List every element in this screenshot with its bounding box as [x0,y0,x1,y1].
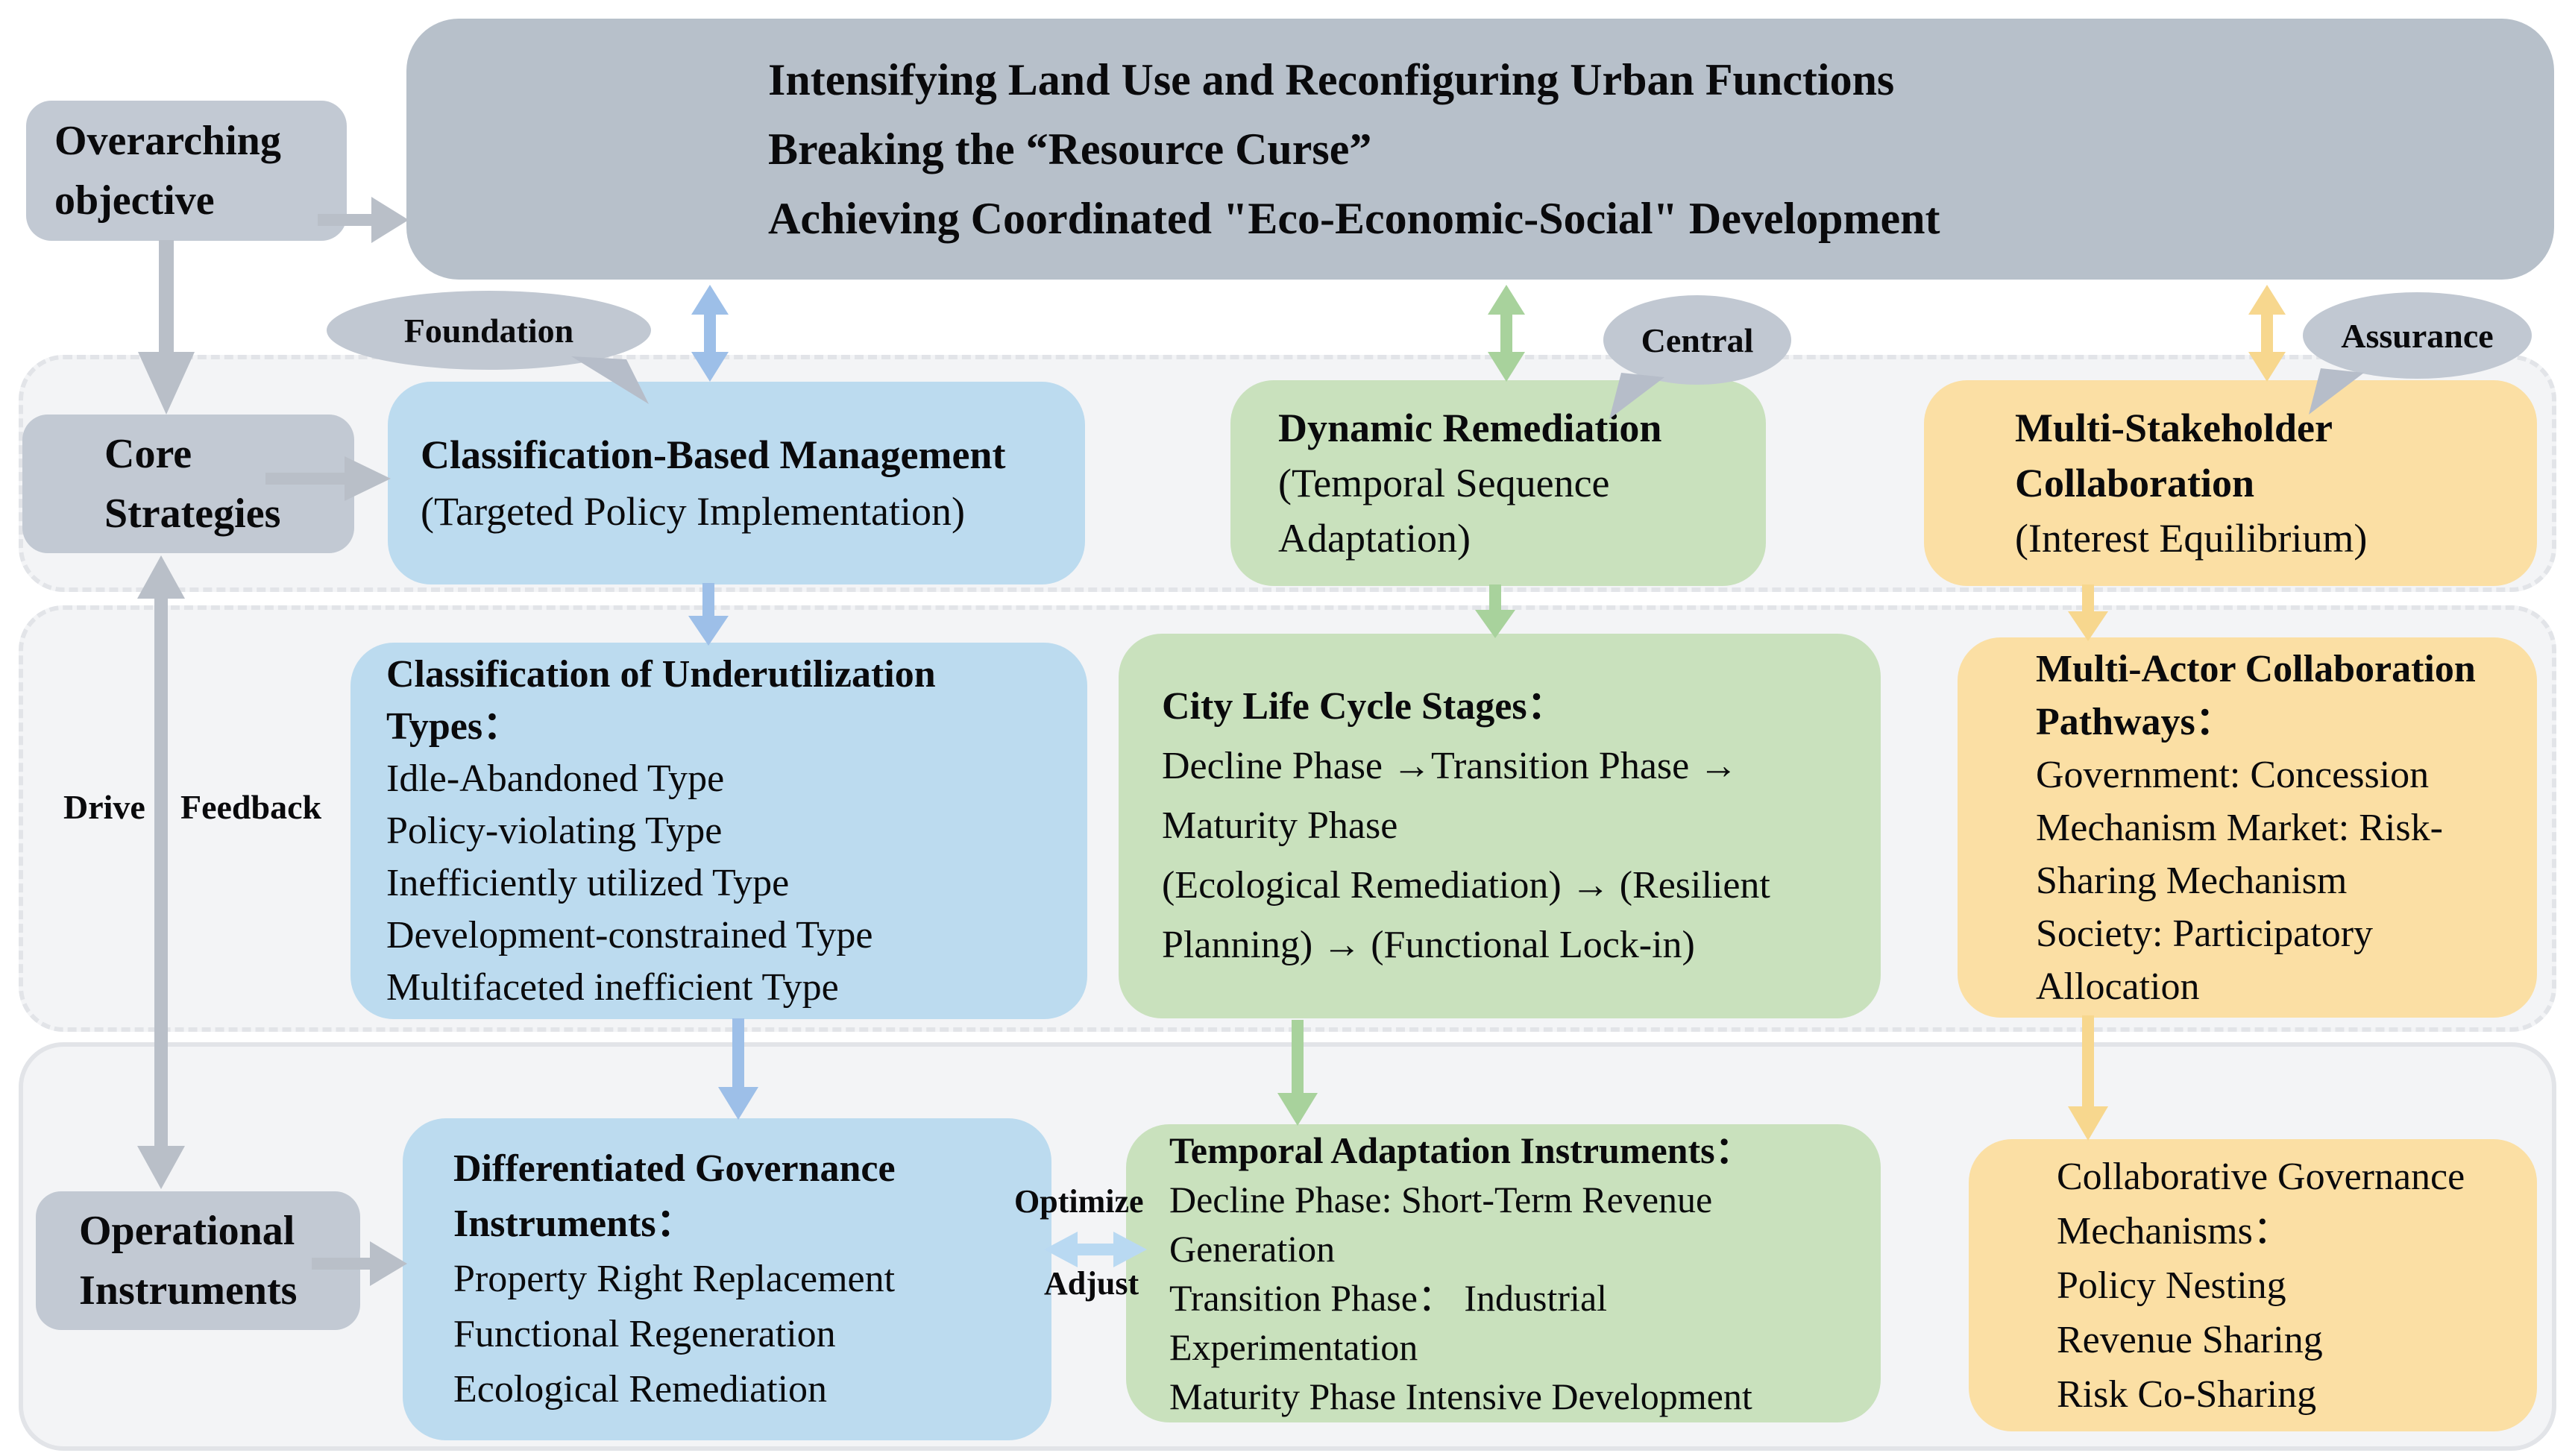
multi-actor-pathways-line: Government: Concession [2036,753,2430,796]
operational-to-differentiated-arrow-icon [312,1241,407,1286]
city-life-cycle-line: Planning) → (Functional Lock-in) [1162,924,1695,966]
core-strategies-line1: Core [104,431,192,477]
city-life-cycle-line: Decline Phase →Transition Phase → [1162,745,1738,787]
yellow-down-arrow-icon [2068,1015,2108,1141]
multi-stakeholder-title1: Multi-Stakeholder [2015,406,2333,450]
temporal-adaptation-line: Decline Phase: Short-Term Revenue [1169,1179,1713,1220]
temporal-adaptation-line: Experimentation [1169,1326,1418,1368]
temporal-adaptation-line: Maturity Phase Intensive Development [1169,1375,1752,1417]
city-life-cycle-box: City Life Cycle Stages： Decline Phase →T… [1119,634,1881,1018]
operational-instruments-line1: Operational [79,1208,295,1254]
dynamic-remediation-sub2: Adaptation) [1278,516,1471,561]
dynamic-remediation-title: Dynamic Remediation [1278,406,1662,450]
central-bubble-tail-icon [1609,373,1664,419]
dynamic-remediation-box: Dynamic Remediation (Temporal Sequence A… [1230,380,1766,586]
multi-actor-pathways-line: Society: Participatory [2036,912,2374,955]
optimize-adjust-double-arrow-icon [1044,1232,1147,1267]
underutilization-types-box: Classification of Underutilization Types… [350,643,1087,1019]
city-life-cycle-line: (Ecological Remediation) → (Resilient [1162,864,1770,907]
drive-label: Drive [63,788,145,826]
multi-actor-pathways-line: Mechanism Market: Risk- [2036,806,2443,849]
feedback-label: Feedback [180,788,322,826]
underutilization-type-item: Multifaceted inefficient Type [386,965,839,1009]
overarching-objective-statement-box: Intensifying Land Use and Reconfiguring … [406,19,2554,280]
collaborative-governance-line: Policy Nesting [2057,1264,2286,1307]
underutilization-type-item: Development-constrained Type [386,913,873,957]
classification-based-management-box: Classification-Based Management (Targete… [388,382,1085,584]
differentiated-governance-item: Ecological Remediation [453,1368,828,1411]
underutilization-types-title1: Classification of Underutilization [386,652,936,696]
central-bubble-label: Central [1641,321,1754,359]
multi-actor-pathways-box: Multi-Actor Collaboration Pathways： Gove… [1958,637,2537,1018]
overarching-objective-line2: objective [54,177,215,224]
multi-actor-pathways-line: Allocation [2036,965,2200,1008]
collaborative-governance-line: Risk Co-Sharing [2057,1373,2317,1416]
title-line: Breaking the “Resource Curse” [768,124,1372,174]
differentiated-governance-item: Functional Regeneration [453,1313,836,1355]
collaborative-governance-box: Collaborative Governance Mechanisms： Pol… [1969,1139,2537,1431]
objective-to-title-arrow-icon [318,197,409,243]
blue-down-arrow-icon [718,1018,758,1120]
classification-based-management-subtitle: (Targeted Policy Implementation) [421,489,966,534]
city-life-cycle-title: City Life Cycle Stages： [1162,685,1566,728]
multi-stakeholder-title2: Collaboration [2015,461,2255,505]
underutilization-type-item: Inefficiently utilized Type [386,861,790,904]
differentiated-governance-box: Differentiated Governance Instruments： P… [403,1118,1051,1440]
yellow-down-arrow-icon [2068,584,2108,641]
green-double-arrow-icon [1488,285,1525,382]
yellow-double-arrow-icon [2248,285,2286,382]
blue-down-arrow-icon [688,583,729,646]
foundation-bubble: Foundation [327,291,651,370]
blue-double-arrow-icon [691,285,729,382]
core-strategies-line2: Strategies [104,491,281,537]
collaborative-governance-line: Revenue Sharing [2057,1318,2323,1361]
underutilization-types-title2: Types： [386,705,522,748]
core-to-classification-arrow-icon [265,456,391,501]
adjust-label: Adjust [1044,1265,1139,1302]
multi-actor-pathways-title1: Multi-Actor Collaboration [2036,647,2476,690]
overarching-objective-label-box: Overarching objective [26,101,347,241]
assurance-bubble-tail-icon [2309,368,2364,415]
green-down-arrow-icon [1277,1020,1318,1126]
central-bubble: Central [1603,295,1791,385]
multi-actor-pathways-line: Sharing Mechanism [2036,859,2348,902]
objective-to-core-arrow-icon [138,240,195,415]
temporal-adaptation-box: Temporal Adaptation Instruments： Decline… [1126,1124,1881,1422]
underutilization-type-item: Policy-violating Type [386,809,723,852]
operational-instruments-label-box: Operational Instruments [36,1191,360,1330]
assurance-bubble-label: Assurance [2341,316,2494,355]
assurance-bubble: Assurance [2303,292,2532,379]
temporal-adaptation-line: Generation [1169,1228,1336,1270]
temporal-adaptation-line: Transition Phase： Industrial [1169,1277,1608,1319]
title-line: Achieving Coordinated "Eco-Economic-Soci… [768,193,1940,243]
foundation-bubble-label: Foundation [403,311,574,350]
optimize-label: Optimize [1014,1183,1144,1220]
multi-actor-pathways-title2: Pathways： [2036,700,2234,743]
multi-stakeholder-subtitle: (Interest Equilibrium) [2015,516,2368,561]
differentiated-governance-item: Property Right Replacement [453,1258,896,1300]
underutilization-type-item: Idle-Abandoned Type [386,757,725,800]
collaborative-governance-line: Collaborative Governance [2057,1155,2465,1198]
title-line: Intensifying Land Use and Reconfiguring … [768,54,1895,104]
differentiated-governance-title1: Differentiated Governance [453,1147,896,1190]
collaborative-governance-line: Mechanisms： [2057,1209,2292,1252]
dynamic-remediation-sub1: (Temporal Sequence [1278,461,1610,505]
classification-based-management-title: Classification-Based Management [421,432,1006,477]
temporal-adaptation-title: Temporal Adaptation Instruments： [1169,1129,1752,1171]
city-life-cycle-line: Maturity Phase [1162,804,1398,847]
drive-feedback-double-arrow-icon [137,555,185,1189]
foundation-bubble-tail-icon [571,356,649,404]
green-down-arrow-icon [1475,584,1515,638]
overarching-objective-line1: Overarching [54,118,281,164]
differentiated-governance-title2: Instruments： [453,1203,695,1245]
operational-instruments-line2: Instruments [79,1267,298,1314]
multi-stakeholder-collaboration-box: Multi-Stakeholder Collaboration (Interes… [1924,380,2537,586]
